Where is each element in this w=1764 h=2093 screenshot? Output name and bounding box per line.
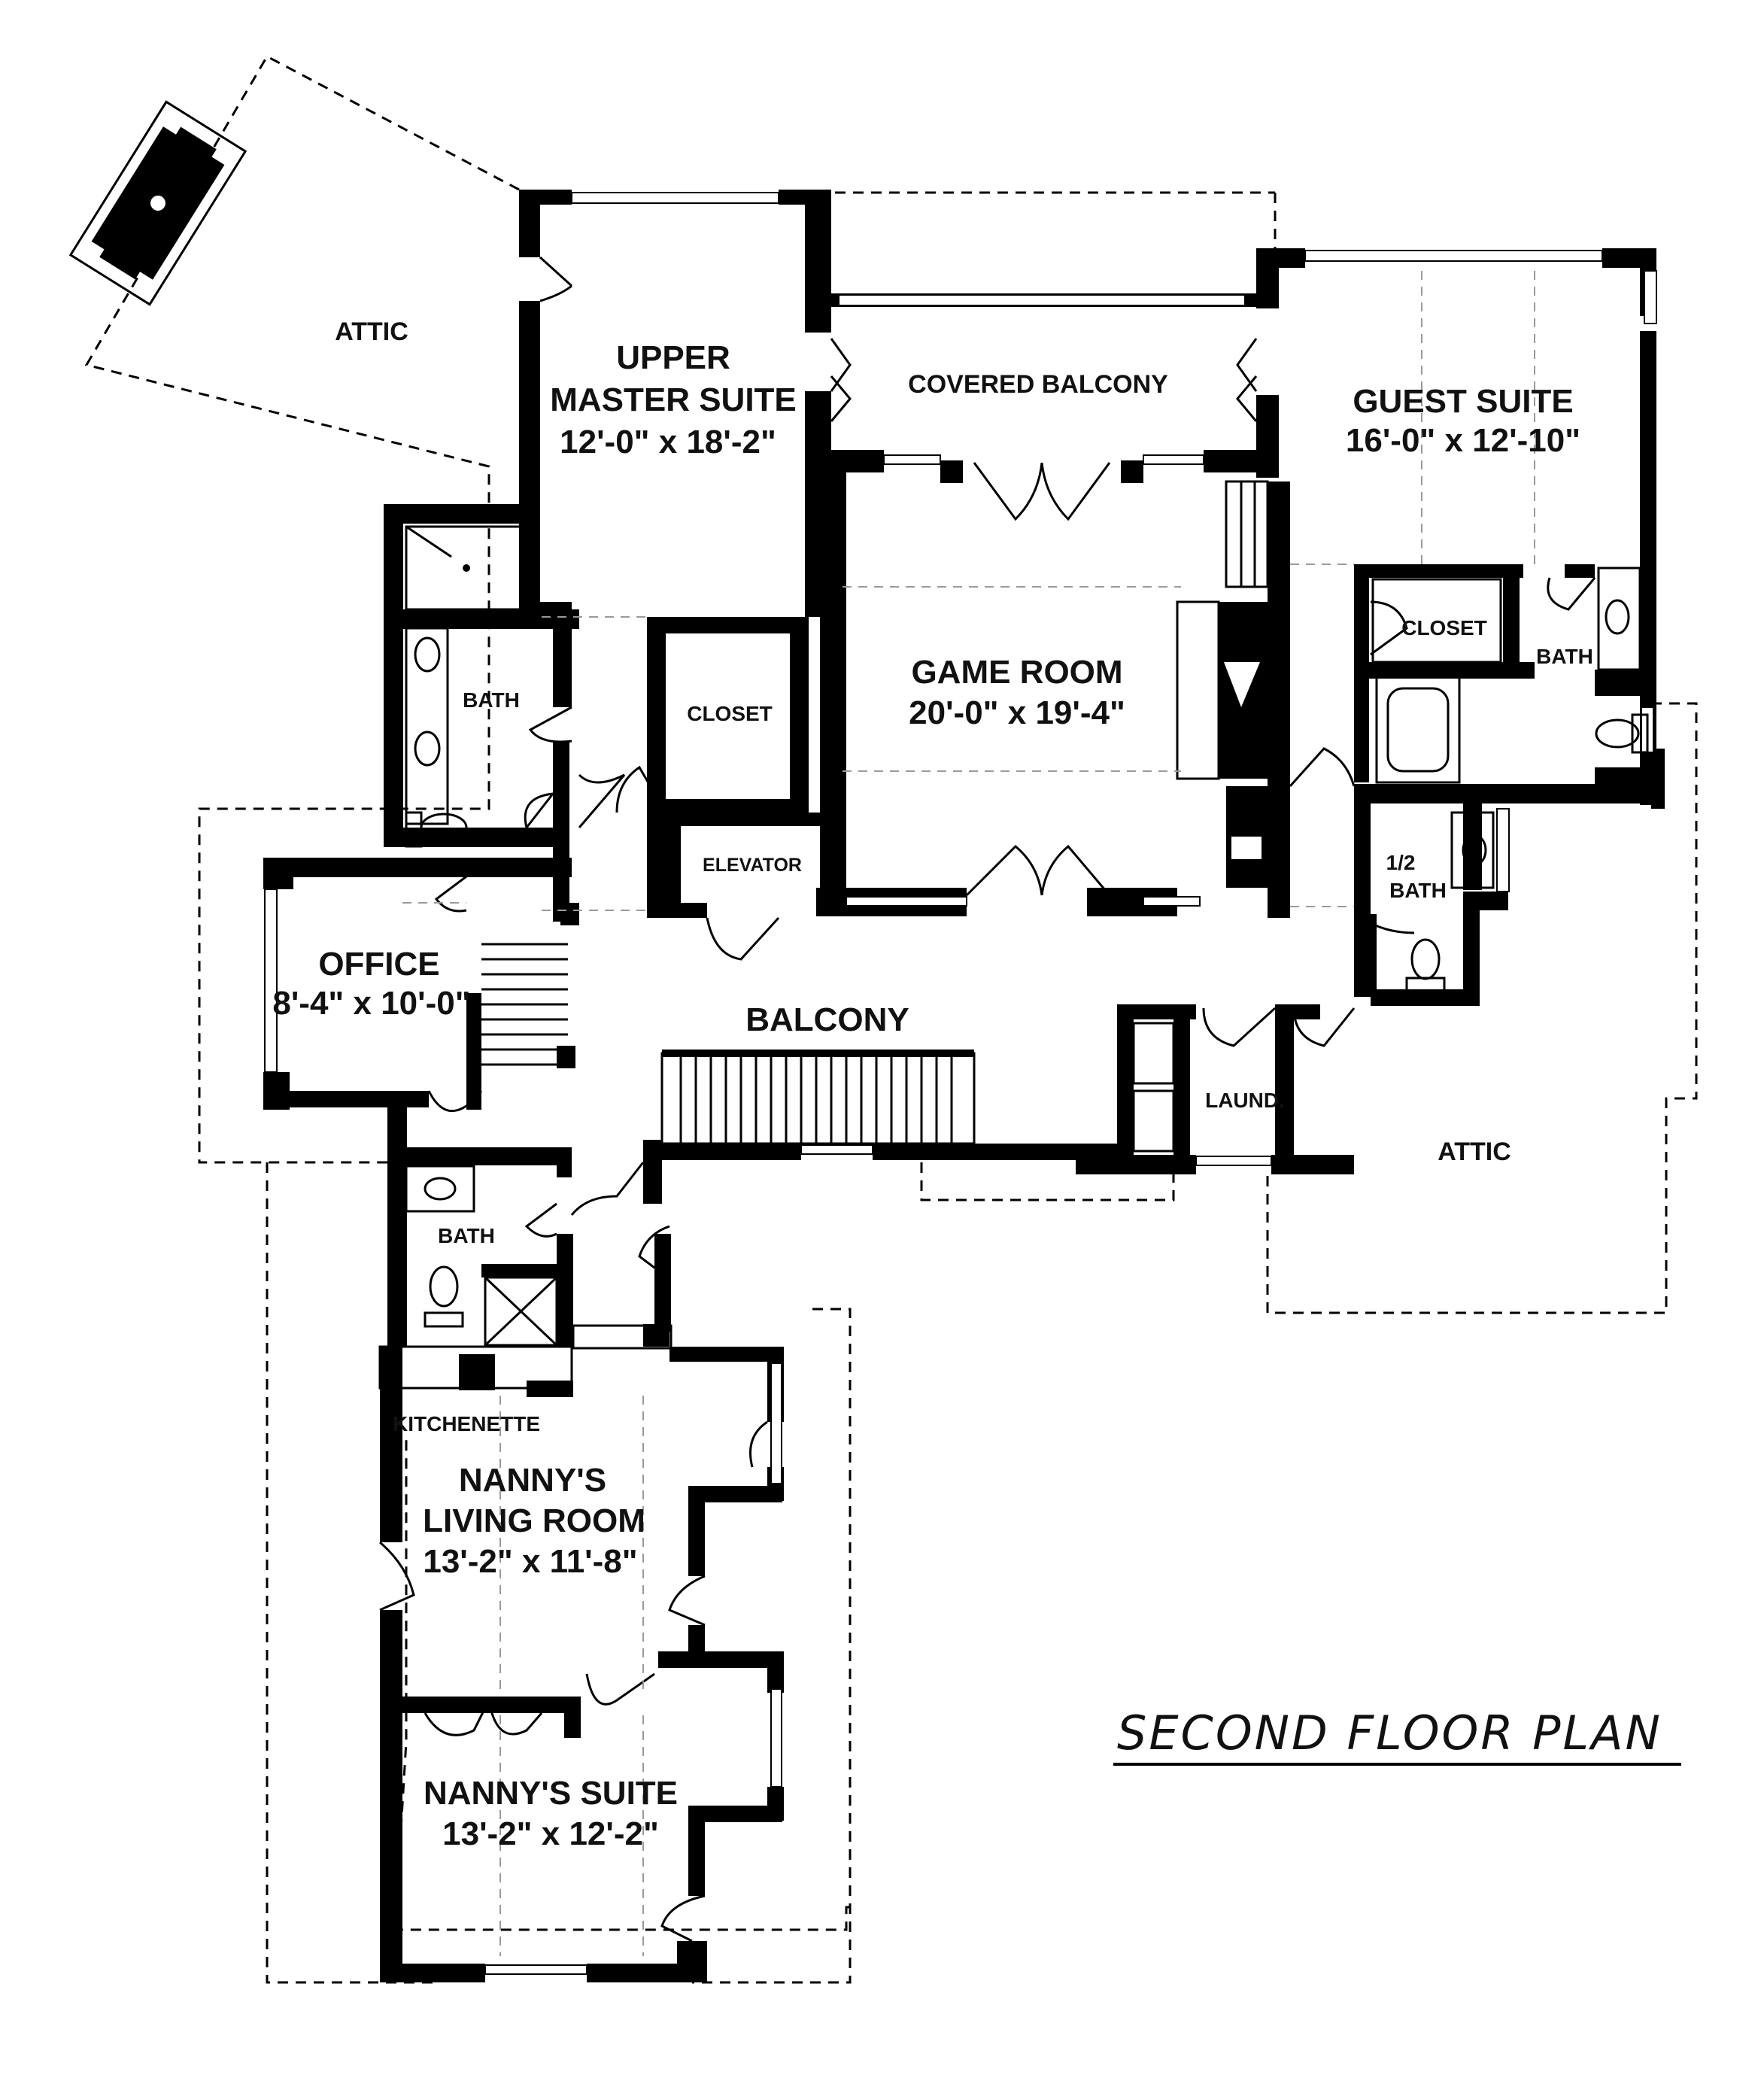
master-suite-name-2: MASTER SUITE (550, 381, 797, 418)
office-name: OFFICE (318, 946, 439, 983)
guest-suite-dims: 16'-0" x 12'-10" (1346, 422, 1580, 459)
nanny-suite-name: NANNY'S SUITE (424, 1775, 678, 1812)
elevator-label: ELEVATOR (703, 855, 802, 876)
attic-se-label: ATTIC (1438, 1138, 1511, 1166)
game-room-name: GAME ROOM (911, 654, 1122, 691)
room-labels: ATTIC UPPER MASTER SUITE 12'-0" x 18'-2"… (272, 317, 1662, 1852)
attic-nw-label: ATTIC (335, 317, 408, 346)
nanny-suite-dims: 13'-2" x 12'-2" (442, 1815, 659, 1852)
doors (379, 256, 1596, 1943)
nanny-bath-label: BATH (438, 1224, 495, 1247)
ceiling-lines (402, 271, 1535, 1956)
laundry-label: LAUND. (1205, 1089, 1285, 1112)
nanny-living-dims: 13'-2" x 11'-8" (423, 1543, 637, 1580)
plan-title: SECOND FLOOR PLAN (1117, 1706, 1662, 1760)
master-bath-label: BATH (463, 688, 520, 712)
fixtures (405, 525, 1649, 1350)
covered-balcony-label: COVERED BALCONY (908, 370, 1168, 399)
master-closet-label: CLOSET (687, 702, 773, 725)
nanny-living-name-1: NANNY'S (459, 1462, 606, 1499)
nanny-living-name-2: LIVING ROOM (423, 1502, 645, 1539)
office-dims: 8'-4" x 10'-0" (272, 985, 470, 1022)
guest-closet-label: CLOSET (1401, 616, 1487, 639)
master-suite-name-1: UPPER (616, 339, 730, 376)
game-room-dims: 20'-0" x 19'-4" (909, 694, 1125, 731)
half-bath-label-2: BATH (1389, 879, 1447, 902)
kitchenette-label: KITCHENETTE (393, 1412, 540, 1435)
half-bath-label-1: 1/2 (1386, 851, 1416, 874)
guest-bath-label: BATH (1536, 645, 1593, 668)
attic-outlines (84, 55, 1698, 1984)
balcony-label: BALCONY (745, 1001, 909, 1038)
guest-suite-name: GUEST SUITE (1353, 383, 1573, 420)
walls (263, 190, 1665, 1982)
master-suite-dims: 12'-0" x 18'-2" (560, 424, 776, 460)
windows (264, 192, 1657, 1975)
chimney (68, 100, 247, 306)
